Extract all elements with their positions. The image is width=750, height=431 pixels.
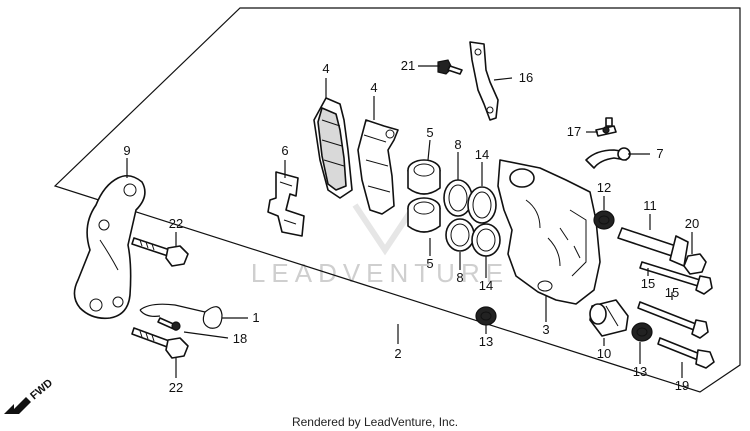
caliper-bracket[interactable] (73, 174, 146, 320)
slide-pin-bolt[interactable] (657, 337, 715, 369)
watermark-logo (352, 203, 418, 256)
callout-18: 18 (233, 331, 247, 346)
callout-8-upper: 8 (454, 137, 461, 152)
callout-2: 2 (394, 346, 401, 361)
pad-pin-clip[interactable] (139, 303, 223, 329)
callout-22-lower: 22 (169, 380, 183, 395)
callout-5-lower: 5 (426, 256, 433, 271)
callout-6: 6 (281, 143, 288, 158)
pin-boot-upper[interactable] (593, 210, 615, 230)
callout-7: 7 (656, 146, 663, 161)
pin-boot-left[interactable] (475, 306, 497, 326)
callout-10: 10 (597, 346, 611, 361)
piston-seal-upper[interactable] (443, 179, 473, 217)
caliper-body[interactable] (497, 159, 601, 305)
bolt-upper[interactable] (131, 237, 189, 267)
brake-pad-outer[interactable] (313, 97, 353, 199)
piston-seal-lower[interactable] (445, 218, 475, 252)
caliper-piston-lower[interactable] (407, 197, 441, 233)
pin-boot-right[interactable] (631, 322, 653, 342)
callout-11: 11 (643, 198, 657, 213)
callout-3: 3 (542, 322, 549, 337)
credit-text: Rendered by LeadVenture, Inc. (292, 415, 458, 429)
callout-20: 20 (685, 216, 699, 231)
leader-lines (126, 65, 693, 378)
pin-bolt-lower[interactable] (637, 301, 709, 339)
callout-17: 17 (567, 124, 581, 139)
pin-nut[interactable] (683, 253, 707, 275)
bleeder-screw[interactable] (595, 117, 617, 137)
callout-14-upper: 14 (475, 147, 489, 162)
brake-pad-inner[interactable] (357, 119, 399, 215)
forward-arrow-icon (4, 397, 31, 414)
callout-13-right: 13 (633, 364, 647, 379)
dust-seal-upper[interactable] (467, 186, 497, 224)
callout-13-left: 13 (479, 334, 493, 349)
callout-1: 1 (252, 310, 259, 325)
callout-4-outer-pad: 4 (322, 61, 329, 76)
callout-12: 12 (597, 180, 611, 195)
bleeder-cap[interactable] (585, 147, 631, 169)
bleeder-bolt[interactable] (157, 317, 181, 331)
callout-4-inner-pad: 4 (370, 80, 377, 95)
callout-9: 9 (123, 143, 130, 158)
forward-direction-indicator: FWD (4, 377, 55, 414)
callout-5-upper: 5 (426, 125, 433, 140)
slide-pin-upper[interactable] (617, 227, 689, 267)
fwd-label: FWD (28, 377, 55, 402)
callout-15-upper: 15 (641, 276, 655, 291)
watermark-text: LEADVENTURE (251, 258, 509, 288)
dust-seal-lower[interactable] (471, 223, 501, 257)
caliper-piston-upper[interactable] (407, 159, 441, 195)
callout-16: 16 (519, 70, 533, 85)
callout-19: 19 (675, 378, 689, 393)
bracket-bolt[interactable] (437, 59, 463, 75)
callout-15-lower: 15 (665, 285, 679, 300)
pin-bolt-upper[interactable] (639, 261, 713, 295)
pad-spring[interactable] (267, 171, 305, 237)
bolt-lower[interactable] (131, 327, 189, 359)
hose-bracket[interactable] (469, 41, 499, 121)
callout-22-upper: 22 (169, 216, 183, 231)
pin-sleeve[interactable] (589, 299, 629, 337)
callout-21: 21 (401, 58, 415, 73)
callout-8-lower: 8 (456, 270, 463, 285)
assembly-boundary (53, 7, 741, 393)
callout-14-lower: 14 (479, 278, 493, 293)
